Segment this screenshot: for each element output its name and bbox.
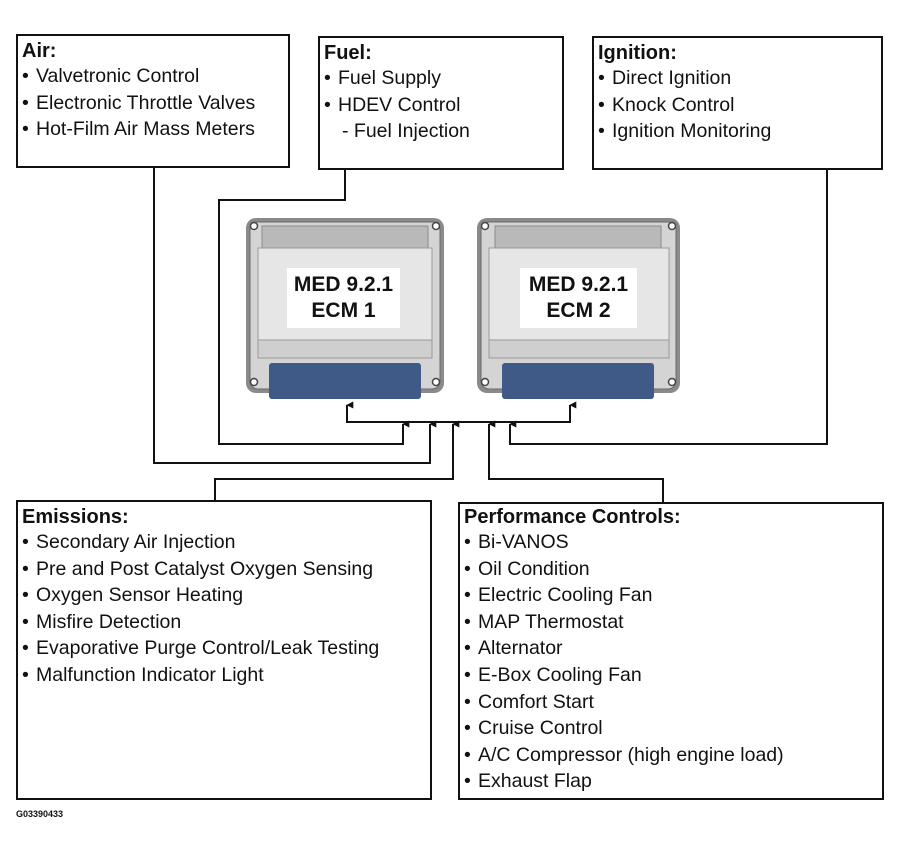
- list-item: •Ignition Monitoring: [598, 120, 772, 143]
- screw-icon: [480, 377, 490, 387]
- list-item: •Bi-VANOS: [464, 531, 569, 553]
- ecm2-label: MED 9.2.1 ECM 2: [520, 268, 637, 328]
- screw-icon: [431, 377, 441, 387]
- list-item: •Hot-Film Air Mass Meters: [22, 118, 255, 141]
- fuel-list: •Fuel Supply •HDEV Control - Fuel Inject…: [324, 65, 562, 145]
- fuel-box: Fuel: •Fuel Supply •HDEV Control - Fuel …: [318, 36, 564, 170]
- air-title: Air:: [22, 40, 57, 62]
- ecm1-name: ECM 1: [311, 299, 376, 322]
- figure-id: G03390433: [16, 809, 64, 819]
- list-item: •MAP Thermostat: [464, 610, 624, 633]
- ecm2-model: MED 9.2.1: [528, 273, 629, 296]
- list-item: •Malfunction Indicator Light: [22, 663, 264, 686]
- list-item: •Valvetronic Control: [22, 65, 200, 87]
- emissions-box: Emissions: •Secondary Air Injection •Pre…: [16, 500, 432, 800]
- ecm2-connector: [502, 363, 654, 399]
- emissions-list: •Secondary Air Injection •Pre and Post C…: [22, 529, 430, 689]
- air-list: •Valvetronic Control •Electronic Throttl…: [22, 63, 288, 143]
- list-item: •Electronic Throttle Valves: [22, 91, 256, 114]
- ecm1-unit: [246, 218, 444, 399]
- ecm1-label: MED 9.2.1 ECM 1: [287, 268, 400, 328]
- screw-icon: [667, 377, 677, 387]
- screw-icon: [249, 221, 259, 231]
- list-item: •Fuel Supply: [324, 67, 441, 89]
- list-item: •Electric Cooling Fan: [464, 584, 653, 607]
- list-item: •Pre and Post Catalyst Oxygen Sensing: [22, 557, 374, 580]
- fuel-title: Fuel:: [324, 42, 372, 64]
- ecm1-connector: [269, 363, 421, 399]
- list-item: •Evaporative Purge Control/Leak Testing: [22, 637, 380, 660]
- list-item: •Knock Control: [598, 93, 735, 116]
- ignition-list: •Direct Ignition •Knock Control •Ignitio…: [598, 65, 881, 145]
- screw-icon: [480, 221, 490, 231]
- list-item: •E-Box Cooling Fan: [464, 663, 642, 686]
- ignition-box: Ignition: •Direct Ignition •Knock Contro…: [592, 36, 883, 170]
- list-item: •Cruise Control: [464, 717, 603, 740]
- list-item: •Oil Condition: [464, 557, 590, 580]
- screw-icon: [431, 221, 441, 231]
- screw-icon: [249, 377, 259, 387]
- list-item: •Exhaust Flap: [464, 770, 592, 793]
- ignition-title: Ignition:: [598, 42, 677, 64]
- performance-title: Performance Controls:: [464, 506, 681, 528]
- list-item: •Oxygen Sensor Heating: [22, 584, 244, 607]
- emissions-title: Emissions:: [22, 506, 129, 528]
- performance-box: Performance Controls: •Bi-VANOS •Oil Con…: [458, 502, 884, 800]
- ecm-bus-lines: [153, 168, 828, 502]
- list-item: •Misfire Detection: [22, 610, 182, 633]
- list-item: •Secondary Air Injection: [22, 531, 236, 553]
- list-item: •Direct Ignition: [598, 67, 732, 89]
- ecm2-name: ECM 2: [546, 299, 611, 322]
- list-sub-item: - Fuel Injection: [342, 120, 470, 143]
- list-item: •Alternator: [464, 637, 563, 660]
- air-box: Air: •Valvetronic Control •Electronic Th…: [16, 34, 290, 168]
- ecm1-model: MED 9.2.1: [293, 273, 394, 296]
- performance-list: •Bi-VANOS •Oil Condition •Electric Cooli…: [464, 529, 882, 795]
- screw-icon: [667, 221, 677, 231]
- list-item: •Comfort Start: [464, 690, 594, 713]
- list-item: •A/C Compressor (high engine load): [464, 743, 784, 766]
- list-item: •HDEV Control: [324, 93, 461, 116]
